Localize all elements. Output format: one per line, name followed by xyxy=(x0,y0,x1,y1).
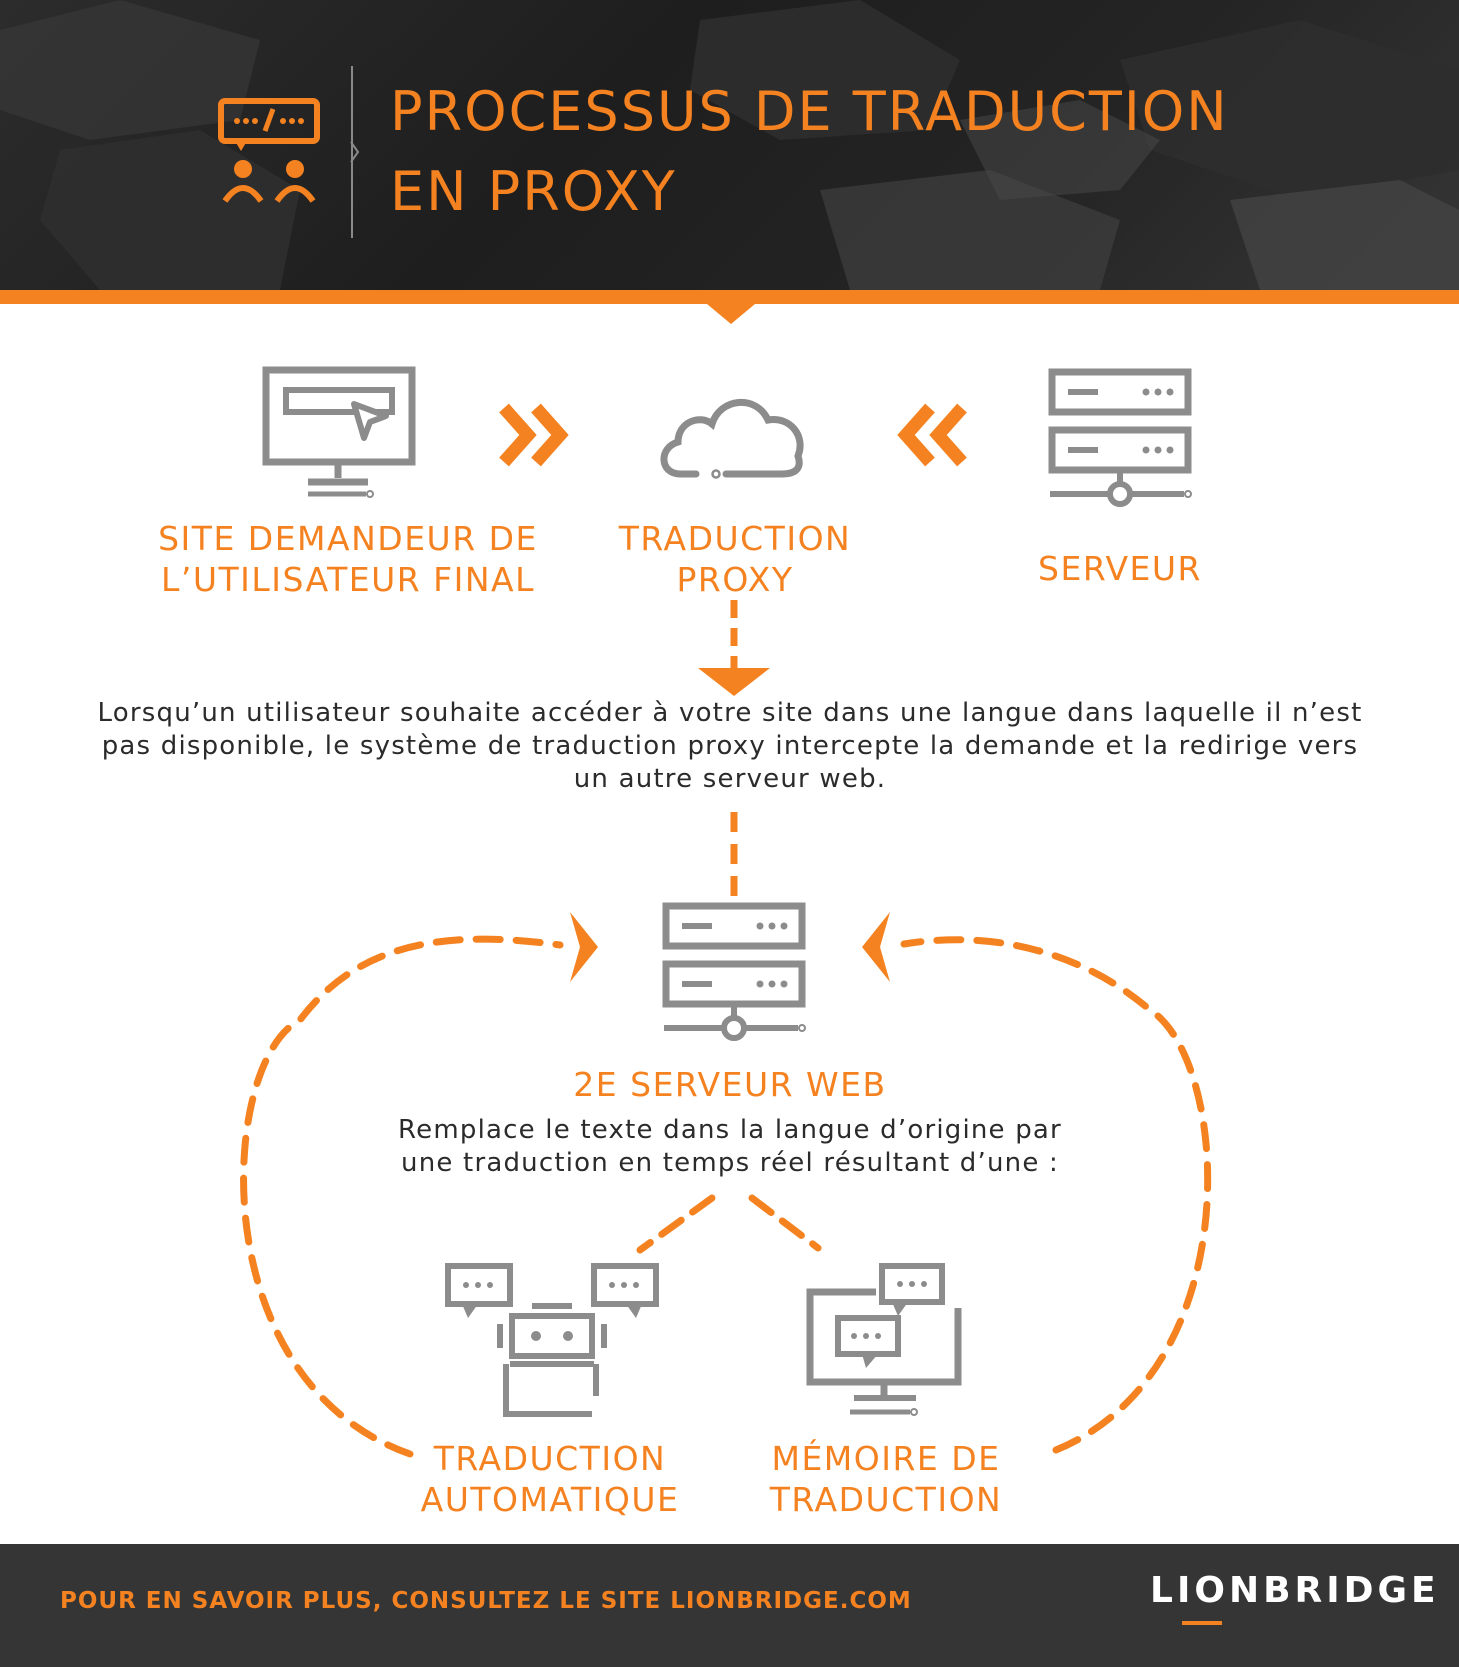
divider-chevron xyxy=(350,141,360,163)
machine-translation-label: TRADUCTION AUTOMATIQUE xyxy=(400,1438,700,1520)
end-user-site-label-line2: L’UTILISATEUR FINAL xyxy=(160,560,536,599)
machine-translation-label-line1: TRADUCTION xyxy=(433,1439,667,1478)
page-title-line2: EN PROXY xyxy=(390,160,677,223)
second-server-title: 2E SERVEUR WEB xyxy=(573,1065,887,1104)
monitor-icon xyxy=(262,366,416,498)
end-user-site-label-line1: SITE DEMANDEUR DE xyxy=(158,519,538,558)
footer-link[interactable]: POUR EN SAVOIR PLUS, CONSULTEZ LE SITE L… xyxy=(60,1588,912,1614)
server-icon xyxy=(1048,368,1192,507)
proxy-translation-label-line1: TRADUCTION xyxy=(618,519,852,558)
end-user-site-label: SITE DEMANDEUR DE L’UTILISATEUR FINAL xyxy=(148,518,548,600)
robot-translation-icon xyxy=(445,1263,659,1417)
translation-memory-label-line2: TRADUCTION xyxy=(769,1480,1003,1519)
orange-divider-band xyxy=(0,290,1459,304)
double-chevron-left-icon xyxy=(897,403,967,467)
header-banner xyxy=(0,0,1459,290)
dashed-connector xyxy=(730,812,738,902)
translation-memory-monitor-icon xyxy=(806,1263,962,1416)
double-chevron-right-icon xyxy=(499,403,569,467)
lionbridge-logo: LIONBRIDGE xyxy=(1150,1570,1440,1611)
explanation-line2: pas disponible, le système de traduction… xyxy=(101,731,1359,761)
page-title-line1: PROCESSUS DE TRADUCTION xyxy=(390,80,1229,143)
second-server-desc-line2: une traduction en temps réel résultant d… xyxy=(401,1148,1059,1178)
translators-chat-icon xyxy=(218,98,320,203)
header-divider xyxy=(351,66,353,238)
logo-underline xyxy=(1182,1621,1222,1625)
footer: POUR EN SAVOIR PLUS, CONSULTEZ LE SITE L… xyxy=(0,1544,1459,1667)
explanation-line3: un autre serveur web. xyxy=(573,764,887,794)
hexagon-background xyxy=(0,0,1459,290)
translation-memory-label-line1: MÉMOIRE DE xyxy=(771,1439,1001,1478)
proxy-translation-label-line2: PROXY xyxy=(676,560,794,599)
second-server-desc-line1: Remplace le texte dans la langue d’origi… xyxy=(398,1115,1062,1145)
translation-memory-label: MÉMOIRE DE TRADUCTION xyxy=(736,1438,1036,1520)
band-notch xyxy=(707,304,755,324)
down-arrow-connector xyxy=(698,600,770,696)
second-server-icon xyxy=(662,902,806,1041)
cloud-icon xyxy=(660,399,804,479)
explanation-line1: Lorsqu’un utilisateur souhaite accéder à… xyxy=(97,698,1363,728)
second-server-description: Remplace le texte dans la langue d’origi… xyxy=(330,1114,1130,1180)
machine-translation-label-line2: AUTOMATIQUE xyxy=(420,1480,680,1519)
proxy-translation-label: TRADUCTION PROXY xyxy=(575,518,895,600)
explanation-text: Lorsqu’un utilisateur souhaite accéder à… xyxy=(60,697,1400,796)
server-label: SERVEUR xyxy=(1038,549,1202,588)
